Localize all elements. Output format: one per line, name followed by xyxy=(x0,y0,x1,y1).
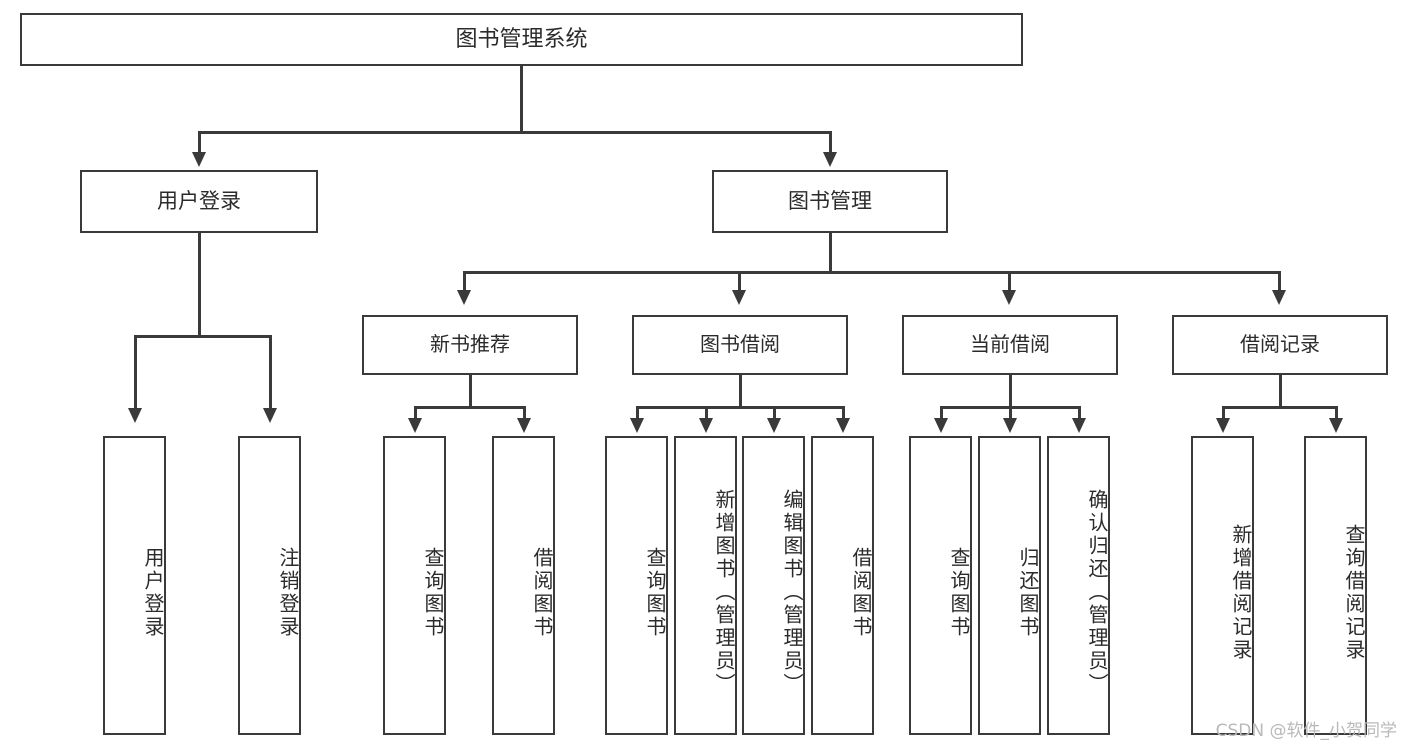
edge-user-login-stem xyxy=(198,233,201,337)
leaf-logout[interactable]: 注销登录 xyxy=(238,436,301,735)
leaf-label: 确认归还（管理员） xyxy=(1085,489,1109,696)
arrow-leaf-logout xyxy=(263,408,277,423)
edge-new-book-stem xyxy=(469,375,472,408)
edge-user-login-drop-2 xyxy=(269,335,272,409)
edge-book-manage-bus xyxy=(463,271,1280,274)
node-label: 当前借阅 xyxy=(970,332,1050,357)
edge-book-borrow-drop-2 xyxy=(705,406,708,419)
edge-root-bus xyxy=(198,131,832,134)
arrow-leaf-query-book-3 xyxy=(934,418,948,433)
edge-new-book-drop-2 xyxy=(523,406,526,419)
arrow-new-book-recommend xyxy=(457,290,471,305)
node-book-borrow[interactable]: 图书借阅 xyxy=(632,315,848,375)
arrow-leaf-edit-book xyxy=(767,418,781,433)
leaf-label: 注销登录 xyxy=(276,546,300,639)
leaf-query-book-2[interactable]: 查询图书 xyxy=(605,436,668,735)
edge-new-book-bus xyxy=(414,406,525,409)
edge-book-borrow-stem xyxy=(739,375,742,408)
edge-to-book-manage xyxy=(829,131,832,153)
edge-user-login-bus xyxy=(134,335,271,338)
leaf-label: 归还图书 xyxy=(1016,546,1040,639)
leaf-user-login[interactable]: 用户登录 xyxy=(103,436,166,735)
arrow-current-borrow xyxy=(1002,290,1016,305)
node-new-book-recommend[interactable]: 新书推荐 xyxy=(362,315,578,375)
arrow-leaf-add-record xyxy=(1216,418,1230,433)
edge-user-login-drop-1 xyxy=(134,335,137,409)
leaf-label: 借阅图书 xyxy=(530,546,554,639)
edge-drop-new-book xyxy=(463,271,466,291)
edge-new-book-drop-1 xyxy=(414,406,417,419)
edge-book-borrow-bus xyxy=(636,406,844,409)
leaf-borrow-book-2[interactable]: 借阅图书 xyxy=(811,436,874,735)
leaf-add-record[interactable]: 新增借阅记录 xyxy=(1191,436,1254,735)
node-label: 借阅记录 xyxy=(1240,332,1320,357)
edge-book-borrow-drop-4 xyxy=(842,406,845,419)
arrow-to-book-manage xyxy=(823,152,837,167)
leaf-label: 借阅图书 xyxy=(849,546,873,639)
arrow-leaf-query-book-2 xyxy=(630,418,644,433)
leaf-borrow-book-1[interactable]: 借阅图书 xyxy=(492,436,555,735)
arrow-leaf-borrow-book-2 xyxy=(836,418,850,433)
edge-borrow-record-stem xyxy=(1279,375,1282,408)
arrow-leaf-return-book xyxy=(1003,418,1017,433)
node-label: 图书管理 xyxy=(788,189,872,214)
node-label: 图书管理系统 xyxy=(455,26,588,52)
leaf-confirm-return[interactable]: 确认归还（管理员） xyxy=(1047,436,1110,735)
edge-borrow-record-bus xyxy=(1222,406,1337,409)
arrow-leaf-query-record xyxy=(1329,418,1343,433)
arrow-leaf-borrow-book-1 xyxy=(517,418,531,433)
edge-drop-borrow-record xyxy=(1278,271,1281,291)
leaf-query-book-1[interactable]: 查询图书 xyxy=(383,436,446,735)
node-label: 新书推荐 xyxy=(430,332,510,357)
leaf-label: 新增图书（管理员） xyxy=(712,489,736,696)
leaf-query-book-3[interactable]: 查询图书 xyxy=(909,436,972,735)
node-user-login[interactable]: 用户登录 xyxy=(80,170,318,233)
node-book-manage[interactable]: 图书管理 xyxy=(712,170,948,233)
leaf-label: 用户登录 xyxy=(141,546,165,639)
edge-drop-current-borrow xyxy=(1008,271,1011,291)
edge-drop-book-borrow xyxy=(738,271,741,291)
leaf-label: 编辑图书（管理员） xyxy=(780,489,804,696)
leaf-edit-book[interactable]: 编辑图书（管理员） xyxy=(742,436,805,735)
leaf-label: 新增借阅记录 xyxy=(1229,523,1253,662)
leaf-query-record[interactable]: 查询借阅记录 xyxy=(1304,436,1367,735)
edge-borrow-record-drop-2 xyxy=(1335,406,1338,419)
edge-current-borrow-drop-2 xyxy=(1009,406,1012,419)
arrow-to-user-login xyxy=(192,152,206,167)
arrow-leaf-add-book xyxy=(699,418,713,433)
edge-to-user-login xyxy=(198,131,201,153)
leaf-label: 查询图书 xyxy=(643,546,667,639)
node-label: 图书借阅 xyxy=(700,332,780,357)
node-current-borrow[interactable]: 当前借阅 xyxy=(902,315,1118,375)
leaf-add-book[interactable]: 新增图书（管理员） xyxy=(674,436,737,735)
leaf-label: 查询图书 xyxy=(947,546,971,639)
leaf-label: 查询借阅记录 xyxy=(1342,523,1366,662)
leaf-return-book[interactable]: 归还图书 xyxy=(978,436,1041,735)
edge-current-borrow-drop-3 xyxy=(1078,406,1081,419)
edge-book-borrow-drop-1 xyxy=(636,406,639,419)
node-root-system[interactable]: 图书管理系统 xyxy=(20,13,1023,66)
edge-book-manage-stem xyxy=(829,233,832,273)
arrow-borrow-record xyxy=(1272,290,1286,305)
edge-root-stem xyxy=(520,66,523,133)
edge-book-borrow-drop-3 xyxy=(773,406,776,419)
arrow-book-borrow xyxy=(732,290,746,305)
leaf-label: 查询图书 xyxy=(421,546,445,639)
edge-current-borrow-stem xyxy=(1009,375,1012,408)
arrow-leaf-user-login xyxy=(128,408,142,423)
arrow-leaf-query-book-1 xyxy=(408,418,422,433)
arrow-leaf-confirm-return xyxy=(1072,418,1086,433)
node-label: 用户登录 xyxy=(157,189,241,214)
node-borrow-record[interactable]: 借阅记录 xyxy=(1172,315,1388,375)
edge-current-borrow-drop-1 xyxy=(940,406,943,419)
edge-borrow-record-drop-1 xyxy=(1222,406,1225,419)
